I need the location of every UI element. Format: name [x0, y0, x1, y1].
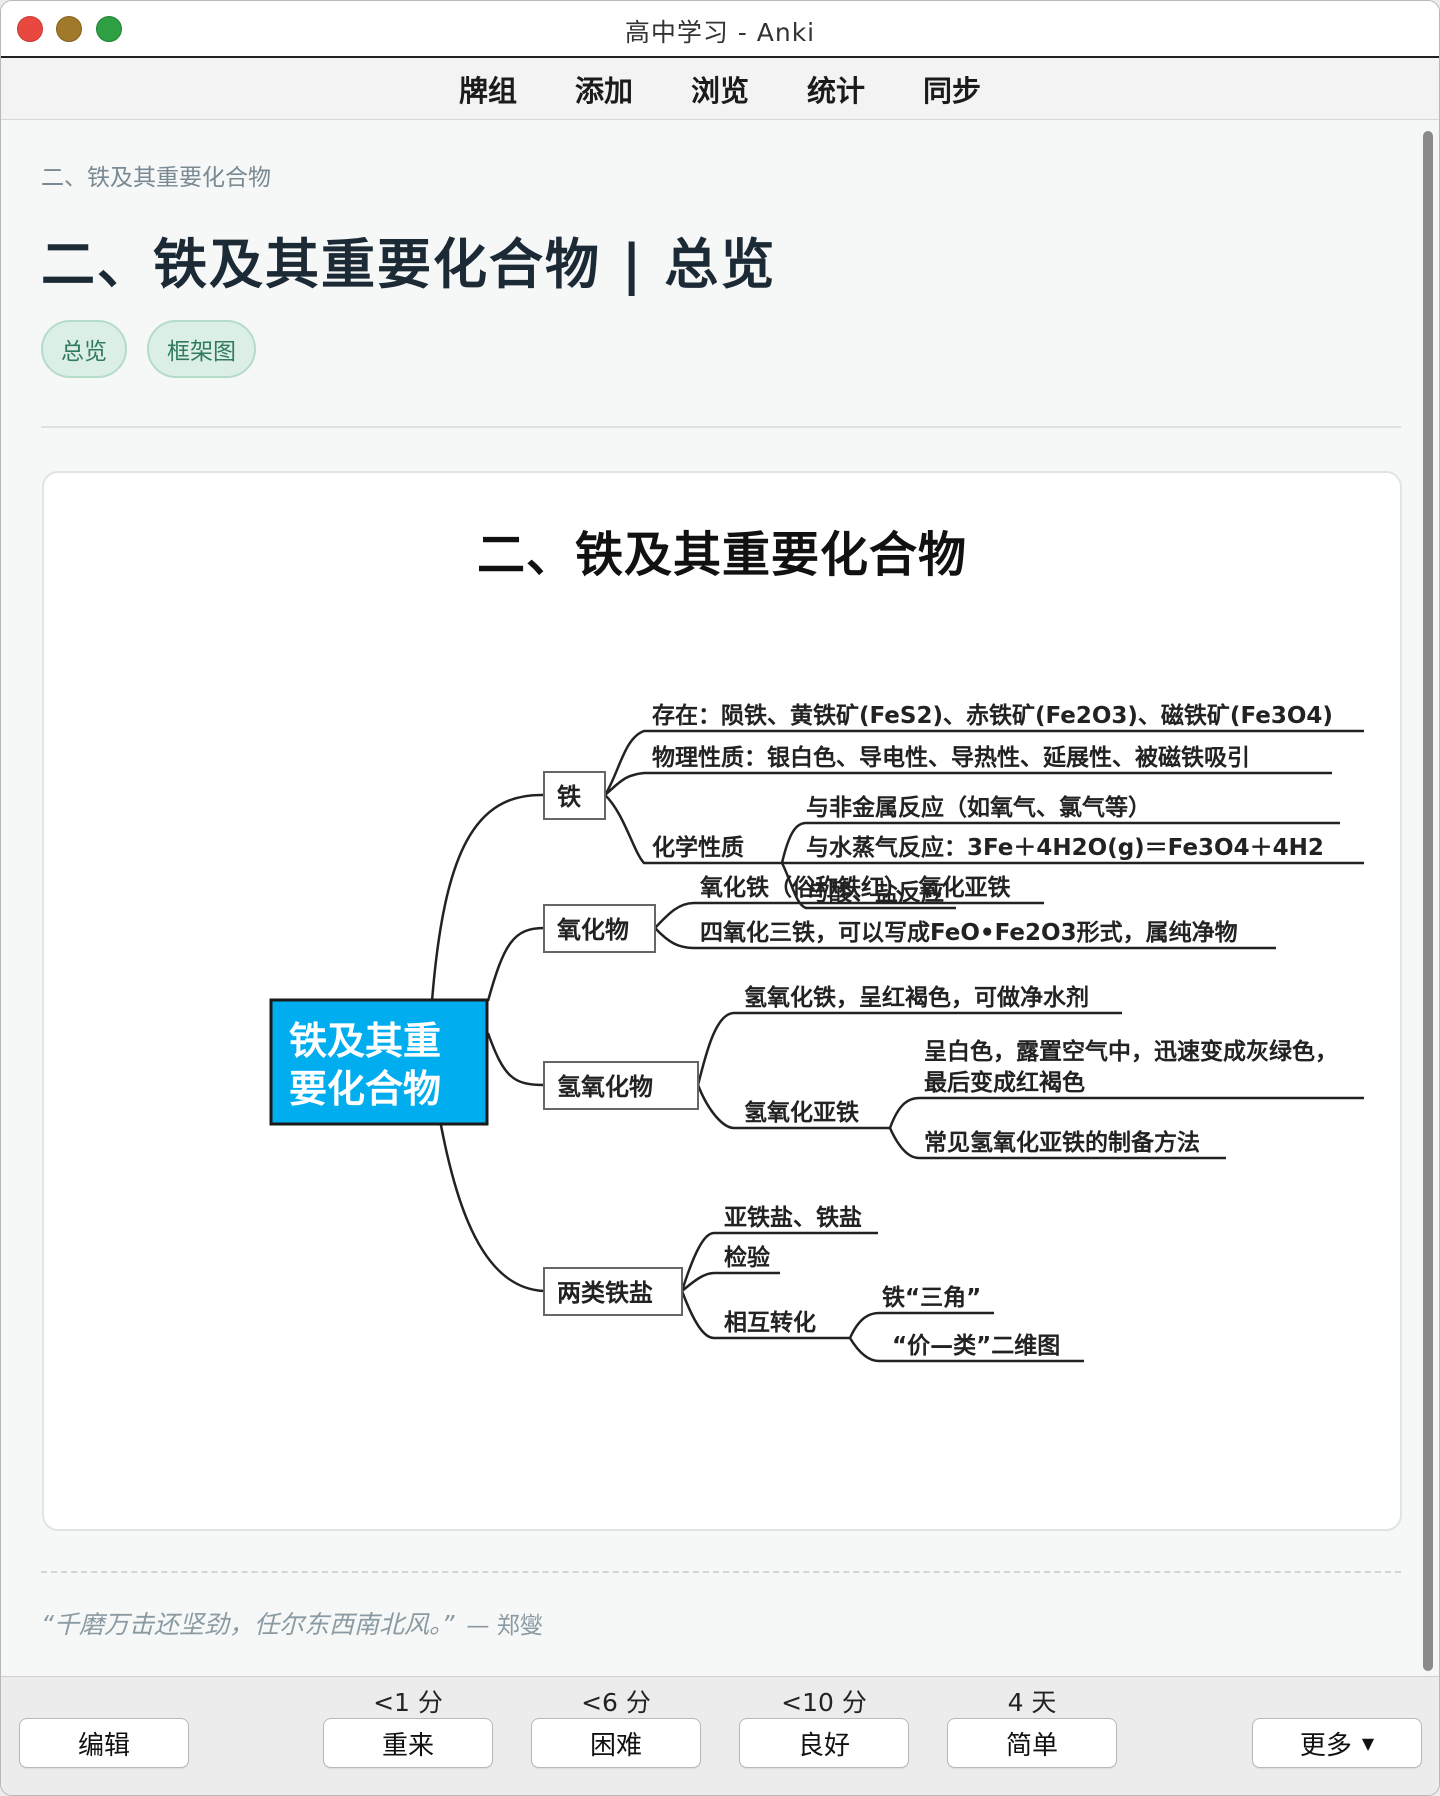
- maximize-window-button[interactable]: [96, 16, 122, 42]
- review-bar: 编辑 <1 分 重来 <6 分 困难 <10 分 良好 4 天 简单 更多 ▼: [1, 1676, 1439, 1795]
- edge-oxides-2: [654, 927, 1276, 950]
- menu-browse[interactable]: 浏览: [690, 73, 749, 108]
- node-iron: [543, 771, 606, 820]
- again-interval: <1 分: [373, 1688, 443, 1717]
- edge-hydroxide-fe3: [696, 1011, 1122, 1086]
- more-button-label: 更多: [1299, 1730, 1352, 1761]
- edit-button[interactable]: 编辑: [19, 1718, 189, 1768]
- leaf-iron-chemical: 化学性质: [652, 834, 744, 861]
- edge-conv-triangle: [848, 1311, 994, 1339]
- leaf-chem-steam: 与水蒸气反应：3Fe＋4H2O(g)＝Fe3O4＋4H2: [806, 834, 1324, 861]
- close-window-button[interactable]: [17, 16, 43, 42]
- edge-iron-physical: [604, 771, 1332, 796]
- node-hydroxides: [543, 1061, 699, 1110]
- edge-chem-nonmetal: [780, 821, 1340, 864]
- leaf-fe2-desc-line2: 最后变成红褐色: [924, 1069, 1085, 1096]
- edge-root-oxides: [486, 926, 545, 1002]
- title-bar: 高中学习 - Anki: [1, 1, 1439, 58]
- node-iron-label: 铁: [557, 783, 581, 811]
- main-toolbar: 牌组 添加 浏览 统计 同步: [1, 58, 1439, 120]
- minimize-window-button[interactable]: [56, 16, 82, 42]
- mindmap-diagram: 铁及其重 要化合物 铁 氧化物 氢氧化物 两类铁盐 存在：陨铁、黄铁矿(FeS2…: [269, 702, 1364, 1363]
- leaf-salts-1: 亚铁盐、铁盐: [724, 1205, 862, 1231]
- edge-oxides-1: [654, 901, 1044, 929]
- node-hydroxides-label: 氢氧化物: [557, 1073, 653, 1101]
- leaf-oxides-1: 氧化铁（俗称铁红）、氧化亚铁: [699, 874, 1011, 901]
- edge-salts-2: [681, 1271, 780, 1292]
- tag-list: 总览 框架图: [41, 320, 256, 378]
- edge-chem-acid: [780, 862, 956, 910]
- root-label-line2: 要化合物: [289, 1067, 441, 1111]
- window-title: 高中学习 - Anki: [624, 18, 816, 47]
- card-content: 二、铁及其重要化合物 二、铁及其重要化合物 | 总览 总览 框架图 二、铁及其重…: [1, 120, 1419, 1676]
- edge-fe2-prep: [888, 1127, 1226, 1160]
- node-salts: [543, 1267, 683, 1316]
- edge-conv-chart: [848, 1337, 1084, 1363]
- hard-interval: <6 分: [581, 1688, 651, 1717]
- quote: “千磨万击还坚劲，任尔东西南北风。” — 郑燮: [41, 1605, 543, 1641]
- good-interval: <10 分: [781, 1688, 867, 1717]
- leaf-iron-existence: 存在：陨铁、黄铁矿(FeS2)、赤铁矿(Fe2O3)、磁铁矿(Fe3O4): [652, 702, 1333, 729]
- leaf-fe2-desc-line1: 呈白色，露置空气中，迅速变成灰绿色，: [924, 1038, 1338, 1065]
- again-button[interactable]: 重来: [323, 1718, 493, 1768]
- leaf-chem-acid: 与酸、盐反应: [806, 879, 944, 906]
- leaf-chem-nonmetal: 与非金属反应（如氧气、氯气等）: [806, 794, 1151, 821]
- caret-down-icon: ▼: [1361, 1733, 1375, 1753]
- edge-fe2-desc: [888, 1096, 1364, 1129]
- menu-add[interactable]: 添加: [574, 73, 633, 108]
- edge-iron-chemical: [604, 794, 782, 865]
- quote-author: — 郑燮: [466, 1613, 543, 1639]
- hard-button[interactable]: 困难: [531, 1718, 701, 1768]
- leaf-conv-chart: “价—类”二维图: [892, 1332, 1060, 1359]
- good-button[interactable]: 良好: [739, 1718, 909, 1768]
- leaf-salts-2: 检验: [724, 1244, 770, 1271]
- tag-framework[interactable]: 框架图: [147, 320, 256, 378]
- mindmap-title: 二、铁及其重要化合物: [476, 527, 967, 583]
- leaf-fe2-prep: 常见氢氧化亚铁的制备方法: [924, 1129, 1200, 1156]
- edge-iron-existence: [603, 729, 1364, 796]
- leaf-hydroxide-fe2: 氢氧化亚铁: [744, 1099, 859, 1126]
- leaf-hydroxide-fe3: 氢氧化铁，呈红褐色，可做净水剂: [744, 984, 1089, 1011]
- node-oxides: [543, 904, 656, 953]
- edge-hydroxide-fe2: [696, 1084, 890, 1130]
- easy-button[interactable]: 简单: [947, 1718, 1117, 1768]
- page-title: 二、铁及其重要化合物 | 总览: [41, 233, 777, 296]
- edge-root-hydroxides: [486, 1032, 545, 1087]
- edge-salts-conv: [680, 1290, 850, 1340]
- root-label-line1: 铁及其重: [289, 1019, 441, 1063]
- more-button[interactable]: 更多 ▼: [1252, 1718, 1422, 1768]
- menu-sync[interactable]: 同步: [923, 73, 982, 108]
- easy-interval: 4 天: [1007, 1688, 1057, 1717]
- menu-decks[interactable]: 牌组: [458, 73, 517, 108]
- edge-root-iron: [430, 793, 545, 1002]
- root-node: [269, 998, 489, 1126]
- quote-divider: [41, 1571, 1401, 1573]
- divider: [41, 426, 1401, 428]
- menu-stats[interactable]: 统计: [807, 73, 866, 108]
- tag-overview[interactable]: 总览: [41, 320, 127, 378]
- leaf-salts-conv: 相互转化: [724, 1309, 816, 1336]
- edge-salts-1: [680, 1231, 878, 1292]
- leaf-oxides-2: 四氧化三铁，可以写成FeO•Fe2O3形式，属纯净物: [700, 919, 1238, 946]
- node-salts-label: 两类铁盐: [557, 1279, 653, 1307]
- content-scrollbar[interactable]: [1423, 131, 1433, 1671]
- quote-text: “千磨万击还坚劲，任尔东西南北风。”: [41, 1610, 455, 1639]
- leaf-conv-triangle: 铁“三角”: [882, 1284, 981, 1311]
- mindmap-card: 二、铁及其重要化合物: [42, 471, 1402, 1531]
- breadcrumb: 二、铁及其重要化合物: [41, 165, 271, 191]
- node-oxides-label: 氧化物: [557, 916, 629, 944]
- leaf-iron-physical: 物理性质：银白色、导电性、导热性、延展性、被磁铁吸引: [652, 744, 1250, 771]
